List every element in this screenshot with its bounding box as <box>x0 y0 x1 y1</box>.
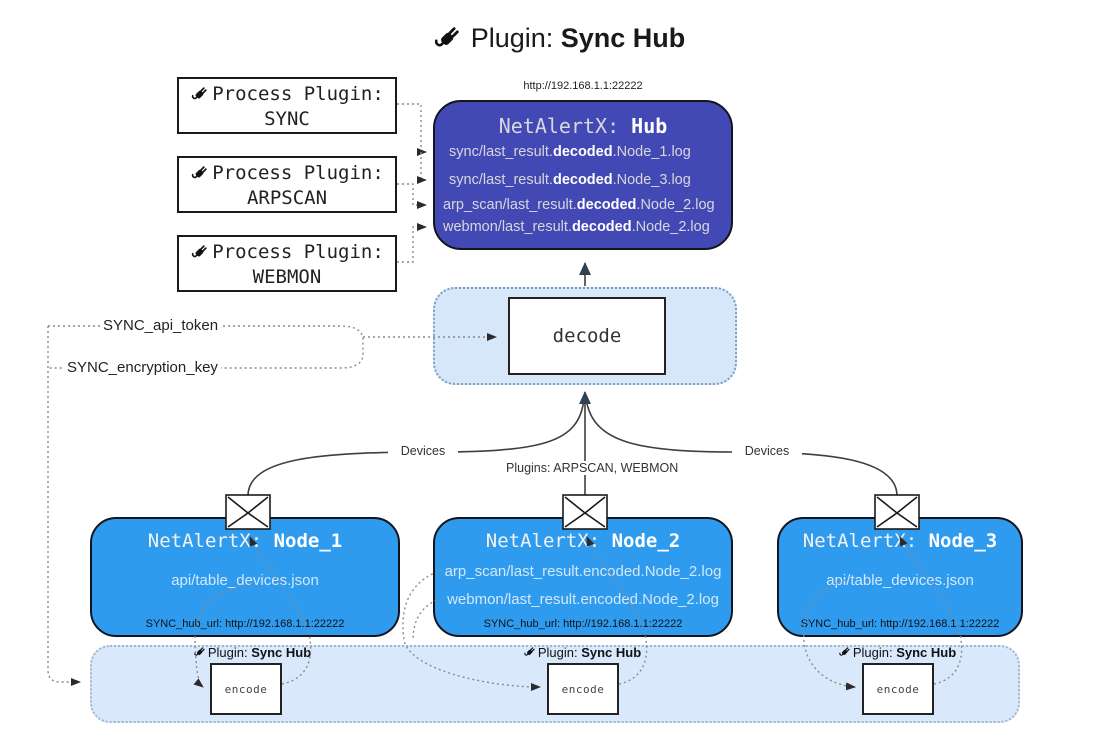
band-label-prefix: Plugin: <box>537 645 582 660</box>
band-label-bold: Sync Hub <box>251 645 312 660</box>
edge-sync-to-hub-2 <box>417 152 427 184</box>
encode-box-3: encode <box>862 663 934 715</box>
hub-log-line: arp_scan/last_result.decoded.Node_2.log <box>443 197 725 217</box>
plug-icon <box>432 22 464 54</box>
plug-icon <box>190 163 210 183</box>
log-segment-bold: decoded <box>552 144 613 160</box>
process-plugin-label-text: Process Plugin: <box>212 83 384 105</box>
node-title-bold: Node_1 <box>273 530 343 552</box>
hub-url-label: http://192.168.1.1:22222 <box>523 80 643 92</box>
page-title: Plugin: Sync Hub <box>0 16 1117 60</box>
plug-icon <box>190 84 210 104</box>
log-segment-bold: decoded <box>552 172 613 188</box>
encode-box-1: encode <box>210 663 282 715</box>
node-file: api/table_devices.json <box>826 572 974 589</box>
band-label-bold: Sync Hub <box>581 645 642 660</box>
node-file: arp_scan/last_result.encoded.Node_2.log <box>444 563 722 580</box>
node-title-prefix: NetAlertX: <box>802 530 929 552</box>
process-plugin-label: Process Plugin: <box>179 161 395 186</box>
edge-secrets-to-band <box>47 326 81 686</box>
node-title: NetAlertX: Node_3 <box>779 530 1021 552</box>
hub-log-line: sync/last_result.decoded.Node_3.log <box>449 172 725 192</box>
log-segment: .Node_2.log <box>636 197 715 213</box>
log-segment: sync/last_result. <box>449 144 553 160</box>
hub-log-line: sync/last_result.decoded.Node_1.log <box>449 144 725 164</box>
process-plugin-name: WEBMON <box>252 266 322 288</box>
hub-box: NetAlertX: Hub sync/last_result.decoded.… <box>433 100 733 250</box>
edge-webmon-to-hub <box>397 223 427 263</box>
process-plugin-name: ARPSCAN <box>246 187 328 209</box>
encode-box-2: encode <box>547 663 619 715</box>
process-plugin-arpscan: Process Plugin: ARPSCAN <box>177 156 397 213</box>
band-label-prefix: Plugin: <box>852 645 897 660</box>
log-segment-bold: decoded <box>576 197 637 213</box>
node-title-bold: Node_2 <box>611 530 681 552</box>
node-file: api/table_devices.json <box>171 572 319 589</box>
log-segment: .Node_2.log <box>631 219 710 235</box>
title-bold: Sync Hub <box>560 22 686 53</box>
process-plugin-webmon: Process Plugin: WEBMON <box>177 235 397 292</box>
plug-icon <box>838 645 852 659</box>
band-plugin-label-3: Plugin: Sync Hub <box>822 645 972 660</box>
band-plugin-label-2: Plugin: Sync Hub <box>507 645 657 660</box>
plug-icon <box>523 645 537 659</box>
node-title: NetAlertX: Node_1 <box>92 530 398 552</box>
band-label-bold: Sync Hub <box>896 645 957 660</box>
node-hub-url: SYNC_hub_url: http://192.168.1.1:22222 <box>483 618 683 630</box>
process-plugin-sync: Process Plugin: SYNC <box>177 77 397 134</box>
node-file: webmon/last_result.encoded.Node_2.log <box>447 591 719 608</box>
log-segment-bold: decoded <box>571 219 632 235</box>
node-title: NetAlertX: Node_2 <box>435 530 731 552</box>
process-plugin-label: Process Plugin: <box>179 240 395 265</box>
decode-box: decode <box>508 297 666 375</box>
devices-label-left: Devices <box>388 444 458 458</box>
hub-log-line: webmon/last_result.decoded.Node_2.log <box>443 219 725 239</box>
hub-title: NetAlertX: Hub <box>435 114 731 138</box>
log-segment: .Node_3.log <box>612 172 691 188</box>
node-title-prefix: NetAlertX: <box>485 530 612 552</box>
log-segment: sync/last_result. <box>449 172 553 188</box>
plug-icon <box>190 242 210 262</box>
band-plugin-label-1: Plugin: Sync Hub <box>177 645 327 660</box>
process-plugin-label: Process Plugin: <box>179 82 395 107</box>
log-segment: arp_scan/last_result. <box>443 197 577 213</box>
node-hub-url: SYNC_hub_url: http://192.168.1.1:22222 <box>800 618 1000 630</box>
sync-encryption-key-label: SYNC_encryption_key <box>64 359 221 376</box>
process-plugin-name: SYNC <box>264 108 310 130</box>
log-segment: webmon/last_result. <box>443 219 572 235</box>
page-title-text: Plugin: Sync Hub <box>471 23 686 54</box>
node-hub-url: SYNC_hub_url: http://192.168.1.1:22222 <box>145 618 345 630</box>
edge-arpscan-to-hub <box>397 183 427 209</box>
plugins-label-middle: Plugins: ARPSCAN, WEBMON <box>503 461 678 475</box>
node-title-prefix: NetAlertX: <box>147 530 274 552</box>
devices-label-right: Devices <box>732 444 802 458</box>
process-plugin-label-text: Process Plugin: <box>212 162 384 184</box>
sync-api-token-label: SYNC_api_token <box>100 317 222 334</box>
plug-icon <box>193 645 207 659</box>
node-2-box: NetAlertX: Node_2 arp_scan/last_result.e… <box>433 517 733 637</box>
band-label-prefix: Plugin: <box>207 645 252 660</box>
process-plugin-label-text: Process Plugin: <box>212 241 384 263</box>
hub-title-prefix: NetAlertX: <box>498 114 632 138</box>
node-3-box: NetAlertX: Node_3 api/table_devices.json… <box>777 517 1023 637</box>
edge-sync-to-hub-1 <box>397 103 427 156</box>
log-segment: .Node_1.log <box>612 144 691 160</box>
hub-title-bold: Hub <box>631 114 668 138</box>
node-1-box: NetAlertX: Node_1 api/table_devices.json… <box>90 517 400 637</box>
node-title-bold: Node_3 <box>928 530 998 552</box>
title-prefix: Plugin: <box>470 22 561 53</box>
